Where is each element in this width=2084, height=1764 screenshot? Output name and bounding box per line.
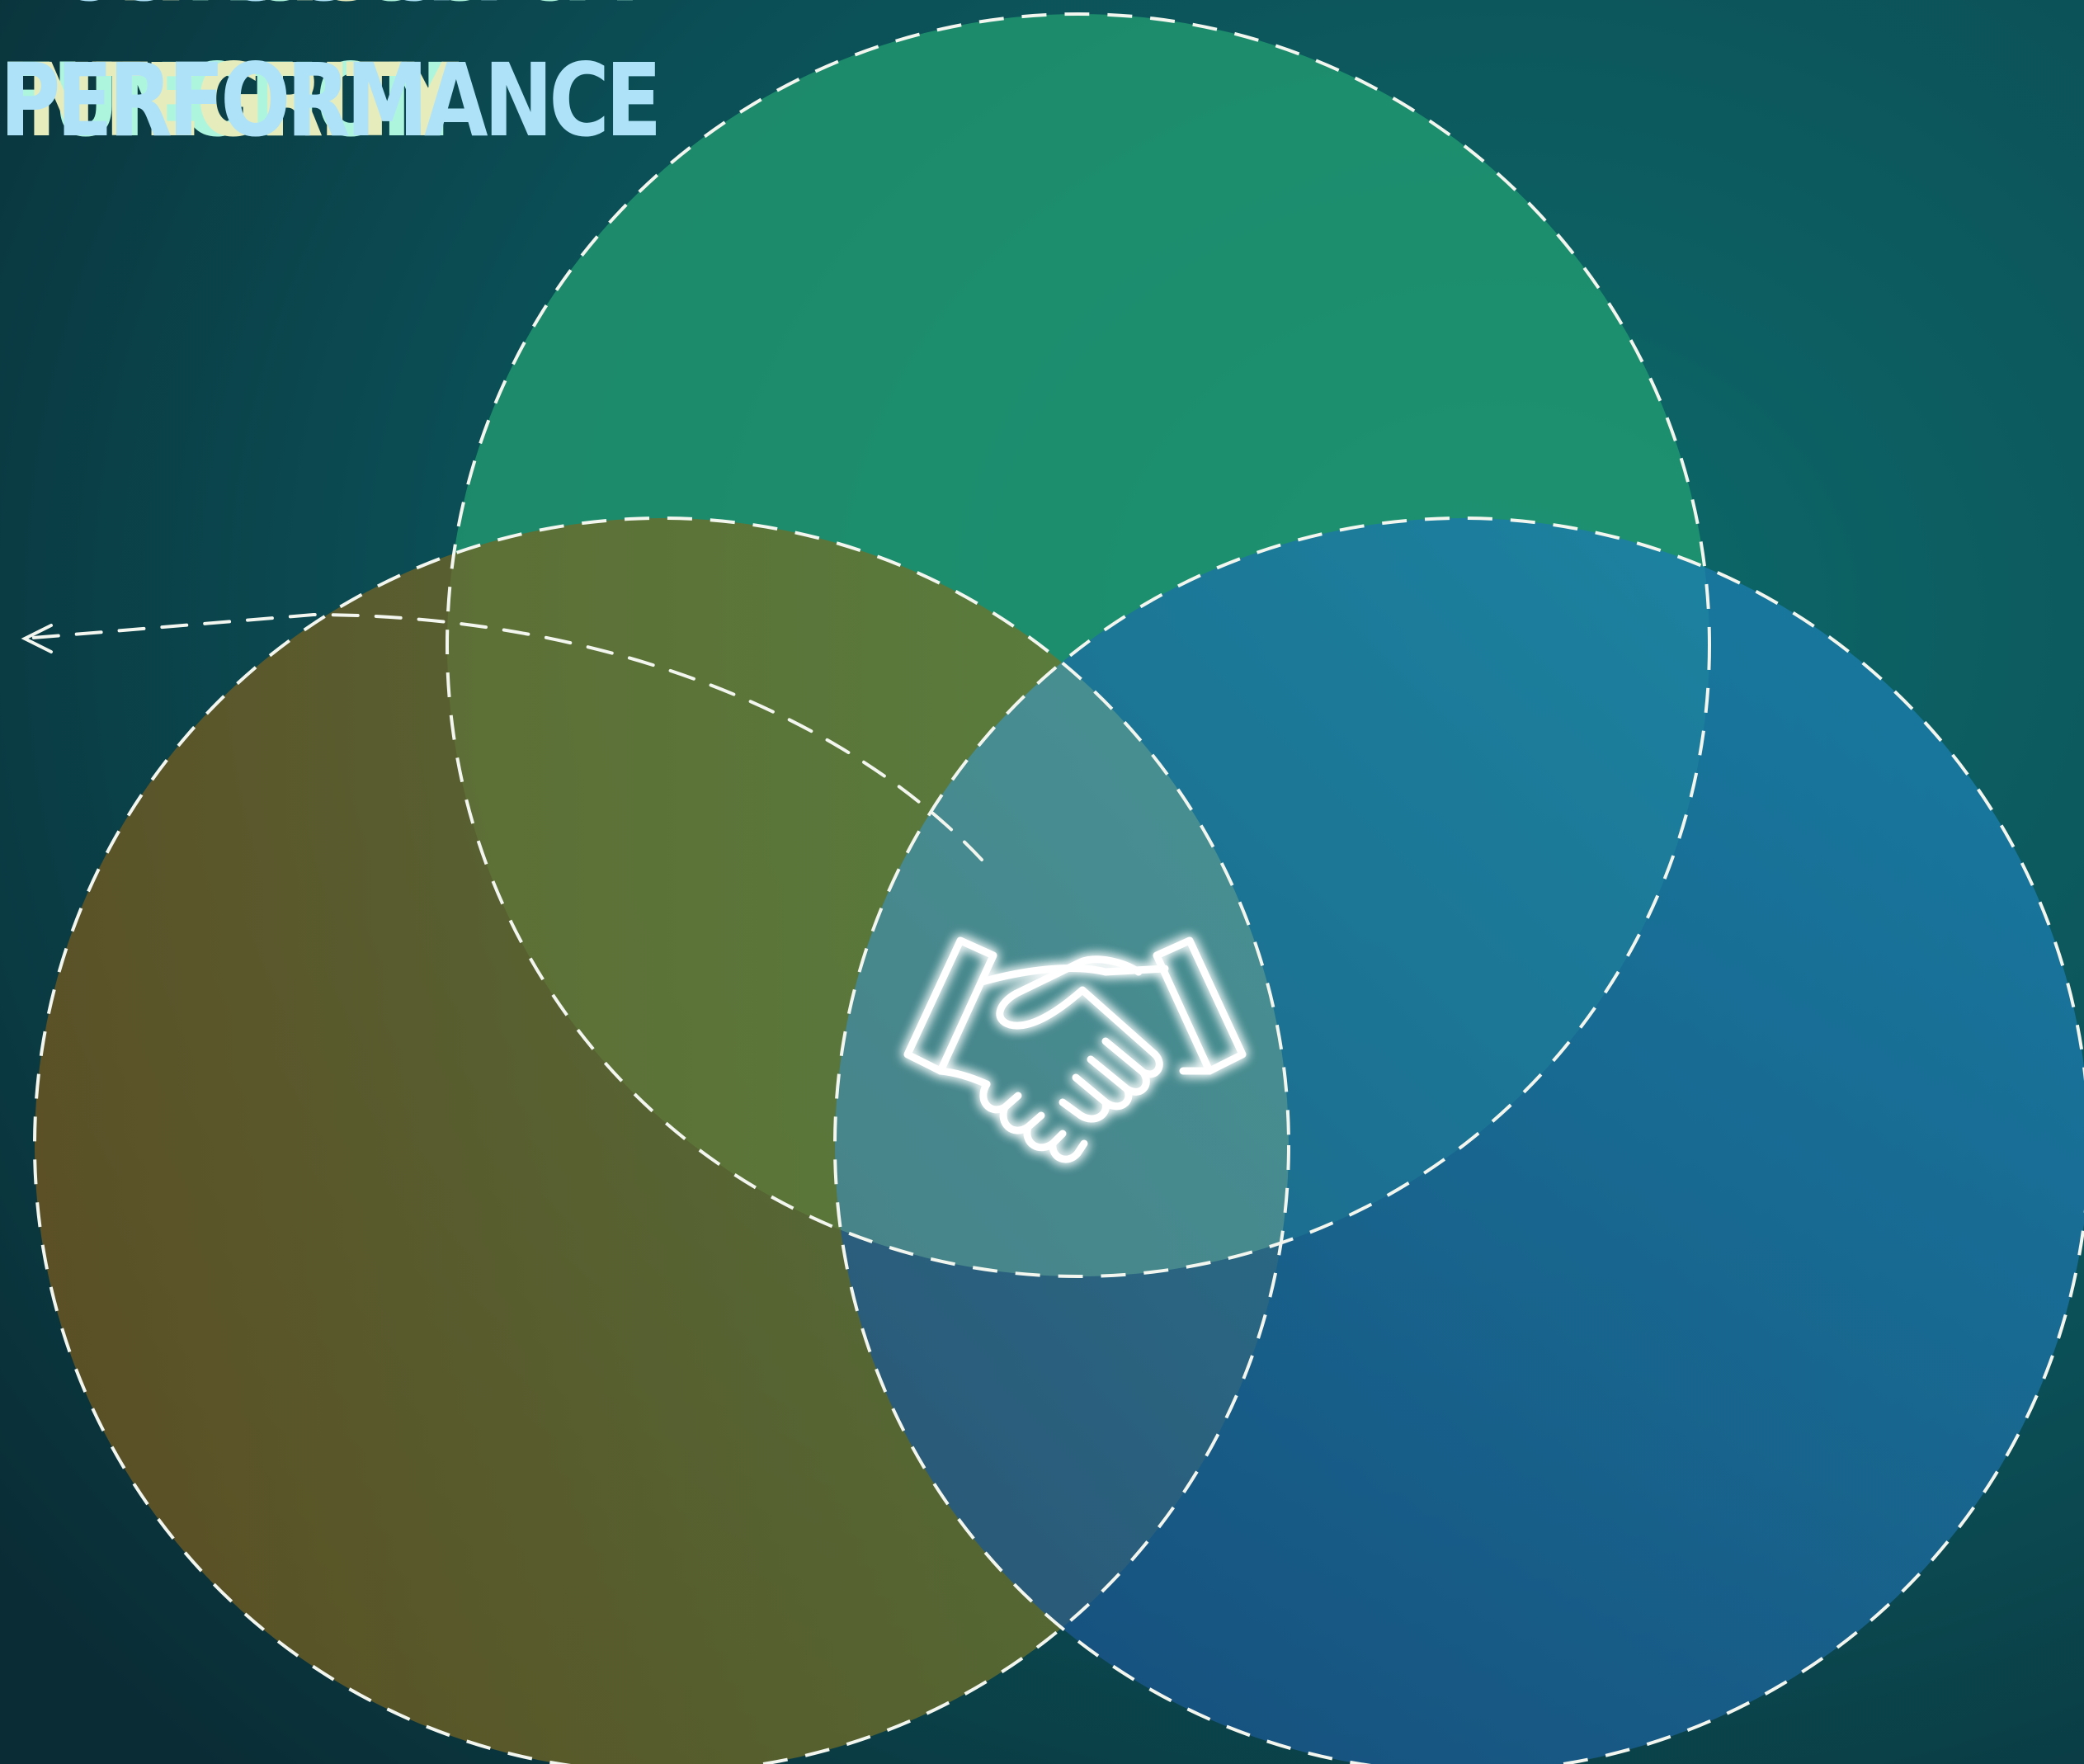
- hydrological-outline: [446, 12, 1711, 1278]
- hydrological-label-line1: HYDROLOGICAL: [0, 0, 680, 25]
- heritage-label-line1: HERITAGE: [0, 0, 425, 25]
- ecological-label: ECOLOGICAL PERFORMANCE: [0, 0, 658, 160]
- heritage-label-line2: INTEGRITY: [0, 42, 459, 159]
- ecological-label-line2: PERFORMANCE: [0, 42, 658, 159]
- hydrological-label-line2: FUNCTION: [0, 42, 447, 159]
- handshake-icon: [903, 936, 1247, 1163]
- heritage-outline: [33, 516, 1290, 1764]
- ecological-circle: [835, 518, 2084, 1764]
- ecological-label-line1: ECOLOGICAL: [0, 0, 545, 25]
- dashed-arrow-left: [21, 612, 983, 861]
- heritage-label: HERITAGE INTEGRITY: [0, 0, 459, 160]
- hydrological-label: HYDROLOGICAL FUNCTION: [0, 0, 702, 160]
- center-overlap: [835, 518, 1289, 1276]
